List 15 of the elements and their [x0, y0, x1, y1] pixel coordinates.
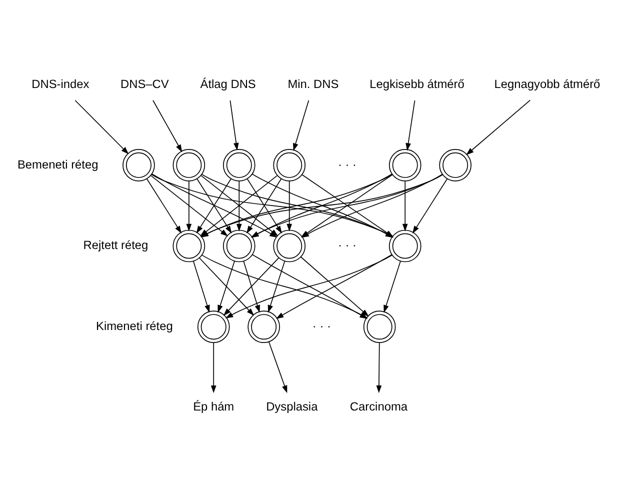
- node-text: DNS-index: [32, 76, 90, 90]
- node-text: Átlag DNS: [200, 76, 256, 90]
- node-text: DNS–CV: [120, 76, 169, 90]
- node-text: Legkisebb átmérő: [370, 76, 464, 90]
- node-text: Carcinoma: [350, 398, 408, 413]
- node-text: Ép hám: [193, 398, 234, 413]
- node-text: Min. DNS: [288, 76, 339, 90]
- label: · · ·: [338, 238, 356, 252]
- label: Kimeneti réteg: [96, 318, 173, 332]
- label: Bemeneti réteg: [17, 156, 98, 171]
- node-text: Dysplasia: [266, 398, 318, 413]
- label: Rejtett réteg: [83, 238, 148, 252]
- node-text: Legnagyobb átmérő: [494, 76, 600, 90]
- label: · · ·: [312, 318, 331, 332]
- label: · · ·: [338, 156, 356, 171]
